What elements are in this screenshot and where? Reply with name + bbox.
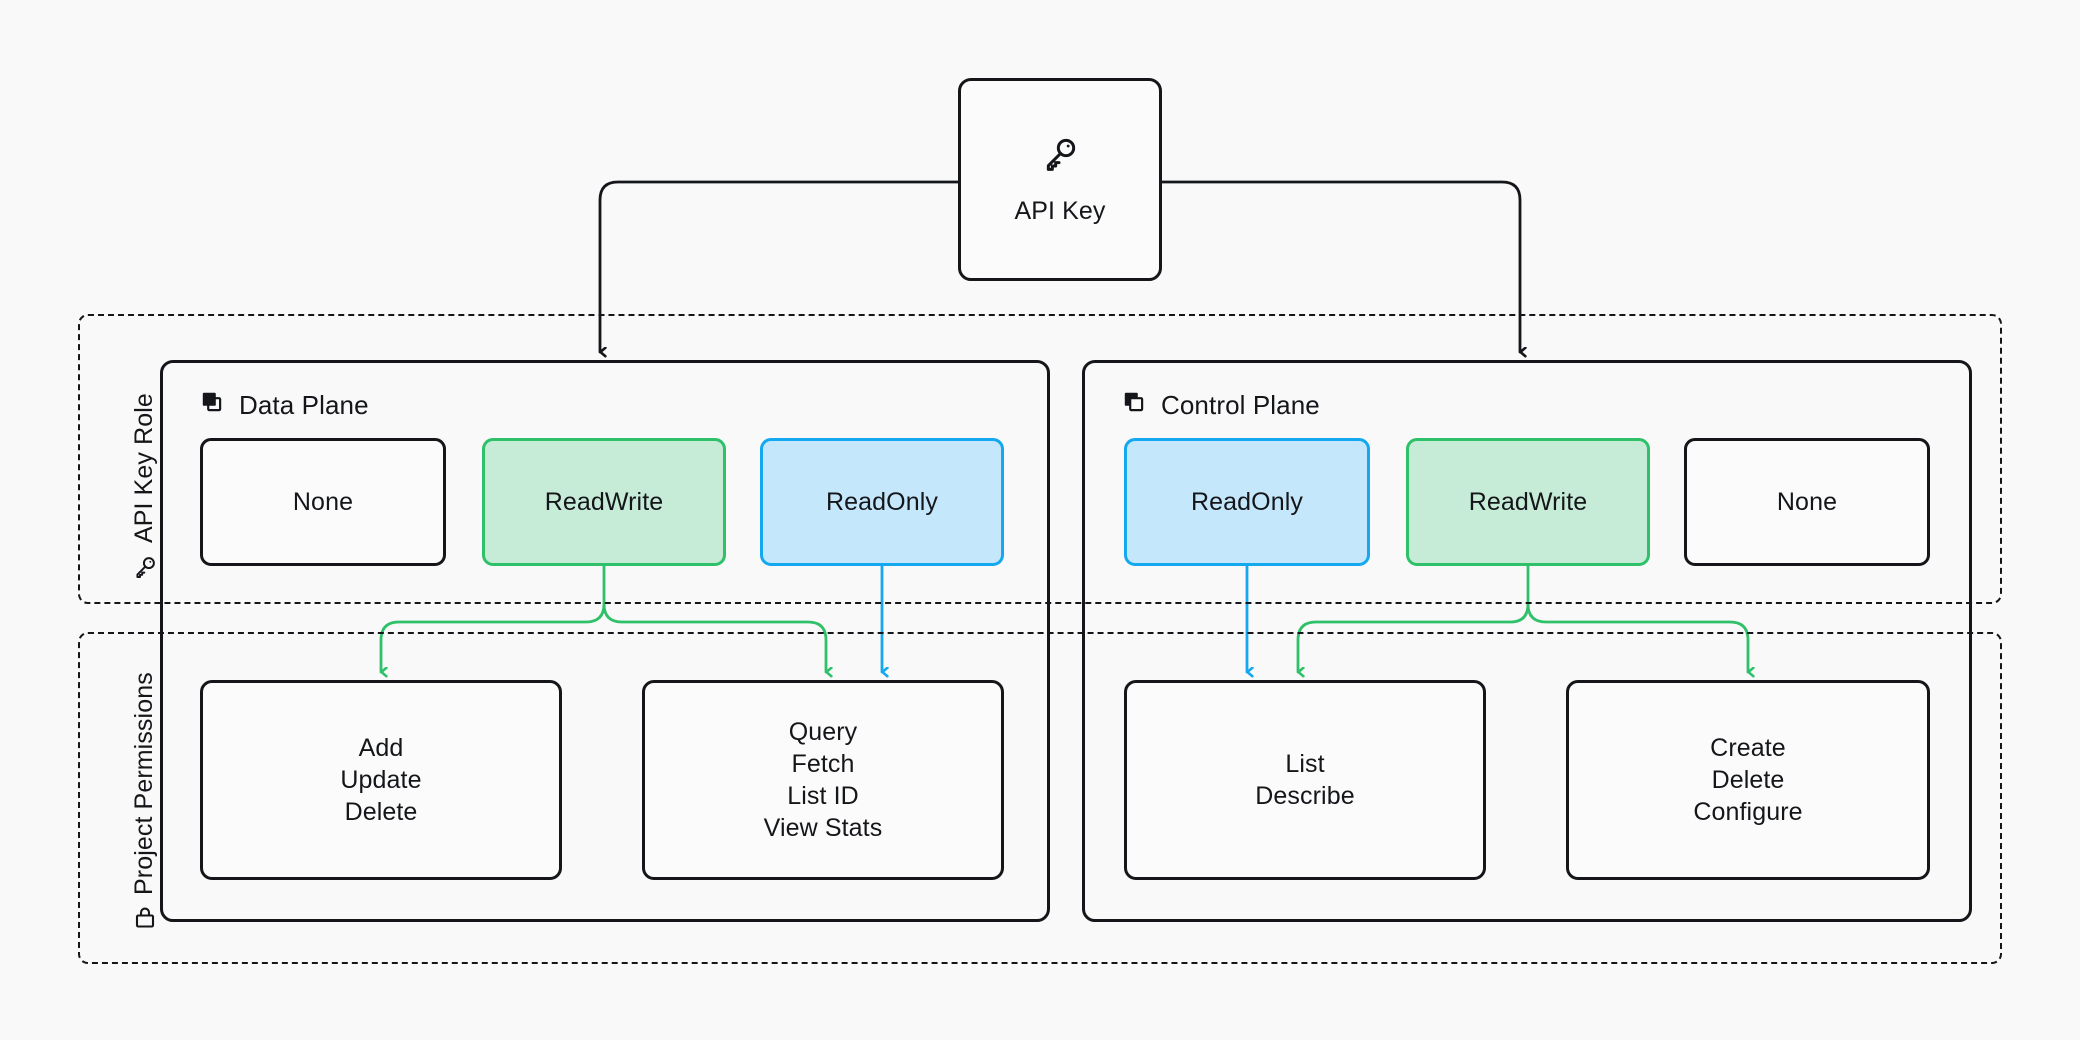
lane-label-text-project-permissions: Project Permissions: [130, 672, 158, 895]
role-node-dp-readwrite[interactable]: ReadWrite: [482, 438, 726, 566]
api-key-node[interactable]: API Key: [958, 78, 1162, 281]
lock-icon: [133, 906, 157, 930]
role-node-cp-readwrite[interactable]: ReadWrite: [1406, 438, 1650, 566]
role-node-cp-readonly[interactable]: ReadOnly: [1124, 438, 1370, 566]
role-node-cp-none[interactable]: None: [1684, 438, 1930, 566]
lane-api-key-role: [78, 314, 2002, 604]
lane-label-api-key-role: API Key Role: [130, 393, 159, 580]
lane-label-text-api-key-role: API Key Role: [130, 393, 158, 543]
key-icon: [132, 554, 158, 580]
plane-title-control-plane: Control Plane: [1161, 390, 1320, 420]
plane-control-plane: Control Plane: [1082, 360, 1972, 922]
plane-data-plane: Data Plane: [160, 360, 1050, 922]
api-key-label: API Key: [1014, 196, 1106, 225]
key-icon: [1040, 134, 1080, 179]
plane-title-data-plane: Data Plane: [239, 390, 369, 420]
role-node-dp-none[interactable]: None: [200, 438, 446, 566]
role-node-dp-readonly[interactable]: ReadOnly: [760, 438, 1004, 566]
layers-front-filled-icon: [199, 389, 225, 422]
plane-header-control-plane: Control Plane: [1121, 389, 1320, 422]
permission-node-cp-write[interactable]: Create Delete Configure: [1566, 680, 1930, 880]
permission-node-cp-read[interactable]: List Describe: [1124, 680, 1486, 880]
permission-node-dp-write[interactable]: Add Update Delete: [200, 680, 562, 880]
plane-header-data-plane: Data Plane: [199, 389, 369, 422]
lane-project-permissions: [78, 632, 2002, 964]
layers-back-filled-icon: [1121, 389, 1147, 422]
permission-node-dp-read[interactable]: Query Fetch List ID View Stats: [642, 680, 1004, 880]
lane-label-project-permissions: Project Permissions: [130, 672, 159, 930]
